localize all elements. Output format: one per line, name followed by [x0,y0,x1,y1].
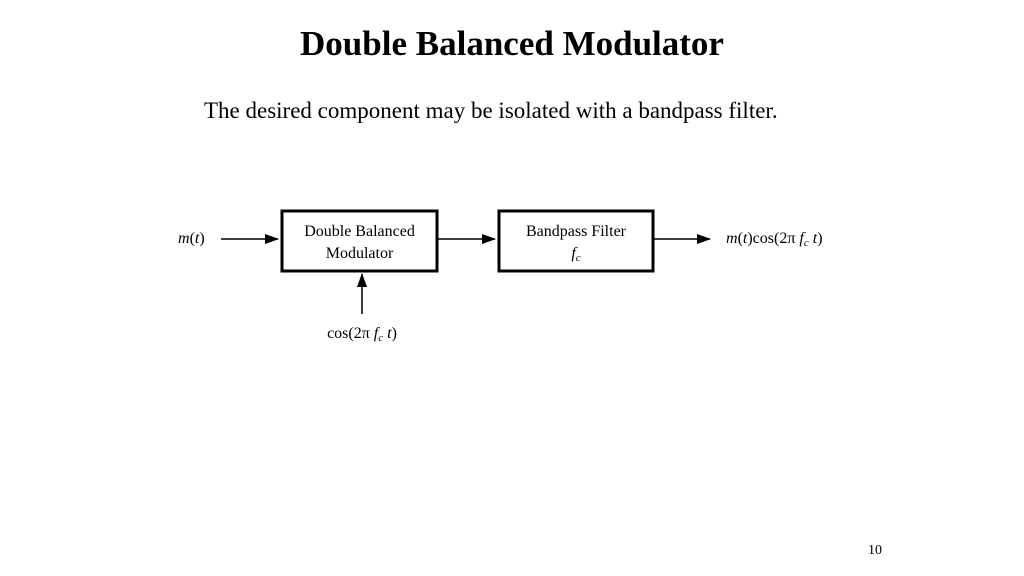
modulator-label-line1: Double Balanced [304,223,415,240]
page-number: 10 [868,543,882,558]
carrier-signal-label: cos(2π fc t) [327,325,397,344]
modulator-label-line2: Modulator [326,245,394,262]
filter-center-frequency: fc [571,245,580,264]
output-signal-label: m(t)cos(2π fc t) [726,230,823,249]
modulator-block [280,209,439,273]
bandpass-filter-block [497,209,655,273]
slide-title: Double Balanced Modulator [300,24,724,63]
filter-label-line1: Bandpass Filter [526,223,627,240]
input-signal-label: m(t) [178,230,205,247]
slide-body-text: The desired component may be isolated wi… [204,98,778,123]
